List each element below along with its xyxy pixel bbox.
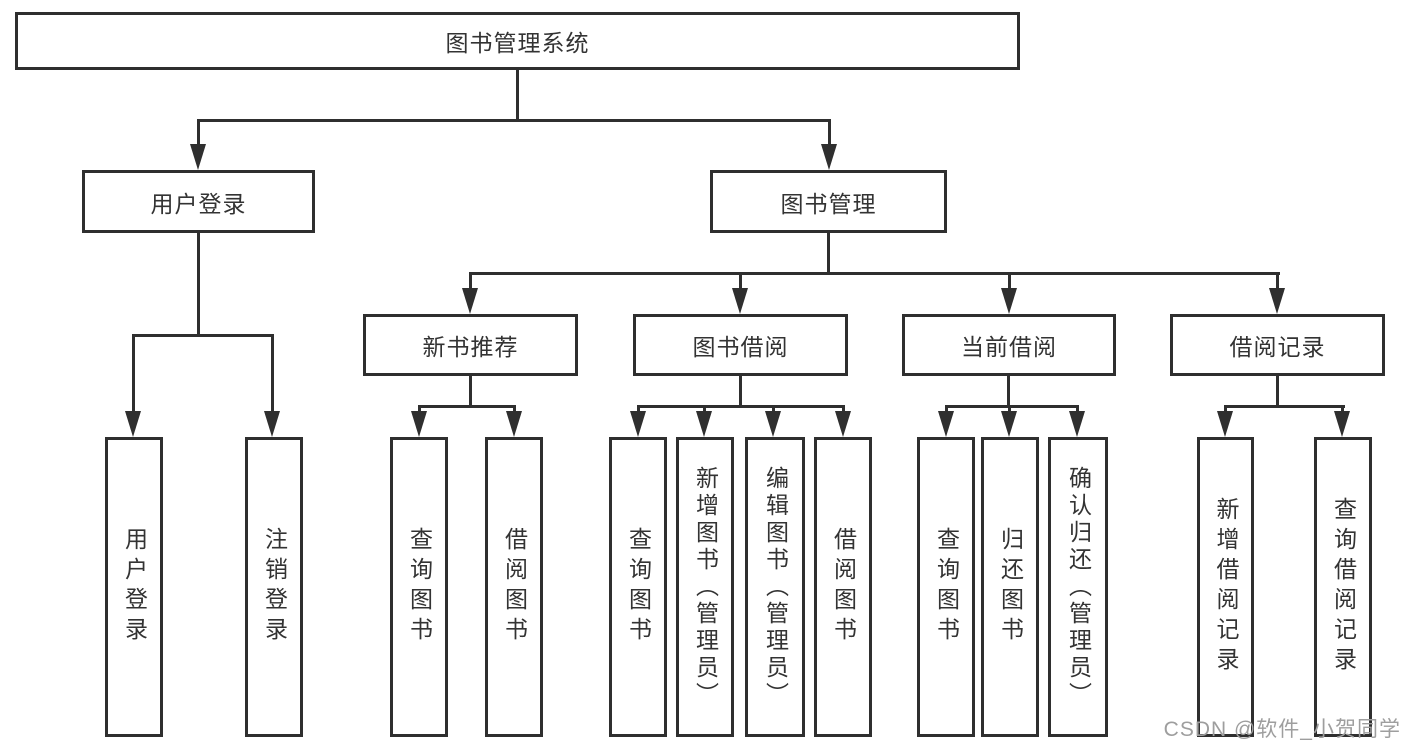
connector-userlogin-vertical — [197, 233, 200, 337]
arrowhead-bb-edit — [765, 411, 781, 437]
connector-userlogin-drop-right — [271, 334, 274, 414]
arrowhead-cb-return — [1001, 411, 1017, 437]
connector-root-horizontal — [197, 119, 831, 122]
arrowhead-book-mgmt — [821, 144, 837, 170]
leaf-cb-confirm-return: 确认归还（管理员） — [1048, 437, 1108, 737]
connector-cb-horizontal — [945, 405, 1079, 408]
csdn-watermark: CSDN @软件_小贺同学 — [1163, 718, 1401, 741]
node-book-borrow: 图书借阅 — [633, 314, 848, 376]
arrowhead-cb-query — [938, 411, 954, 437]
connector-bookmgmt-vertical — [827, 233, 830, 274]
connector-bookmgmt-horizontal — [469, 272, 1280, 275]
connector-br-vertical — [1276, 376, 1279, 408]
arrowhead-new-book-rec — [462, 288, 478, 314]
arrowhead-user-login — [190, 144, 206, 170]
leaf-logout: 注销登录 — [245, 437, 303, 737]
connector-bookmgmt-drop-2 — [739, 272, 742, 292]
leaf-cb-return-books: 归还图书 — [981, 437, 1039, 737]
connector-root-drop-right — [828, 119, 831, 149]
arrowhead-bb-borrow — [835, 411, 851, 437]
arrowhead-rec-borrow — [506, 411, 522, 437]
node-book-mgmt: 图书管理 — [710, 170, 947, 233]
leaf-rec-borrow-books: 借阅图书 — [485, 437, 543, 737]
arrowhead-borrow-records — [1269, 288, 1285, 314]
leaf-bb-query-books: 查询图书 — [609, 437, 667, 737]
connector-root-vertical — [516, 70, 519, 122]
arrowhead-bb-query — [630, 411, 646, 437]
leaf-bb-edit-books: 编辑图书（管理员） — [745, 437, 805, 737]
connector-rec-horizontal — [418, 405, 516, 408]
leaf-br-add-record: 新增借阅记录 — [1197, 437, 1254, 737]
arrowhead-book-borrow — [732, 288, 748, 314]
connector-userlogin-drop-left — [132, 334, 135, 414]
arrowhead-logout-leaf — [264, 411, 280, 437]
leaf-user-login: 用户登录 — [105, 437, 163, 737]
connector-bookmgmt-drop-1 — [469, 272, 472, 292]
leaf-bb-add-books: 新增图书（管理员） — [676, 437, 734, 737]
leaf-br-query-record: 查询借阅记录 — [1314, 437, 1372, 737]
connector-bookmgmt-drop-4 — [1276, 272, 1279, 292]
connector-cb-vertical — [1007, 376, 1010, 408]
arrowhead-bb-add — [696, 411, 712, 437]
arrowhead-br-query — [1334, 411, 1350, 437]
node-library-system: 图书管理系统 — [15, 12, 1020, 70]
node-new-book-rec: 新书推荐 — [363, 314, 578, 376]
connector-bb-vertical — [739, 376, 742, 408]
arrowhead-br-add — [1217, 411, 1233, 437]
connector-bookmgmt-drop-3 — [1008, 272, 1011, 292]
connector-root-drop-left — [197, 119, 200, 149]
arrowhead-rec-query — [411, 411, 427, 437]
connector-br-horizontal — [1224, 405, 1345, 408]
connector-bb-horizontal — [637, 405, 845, 408]
arrowhead-cb-confirm — [1069, 411, 1085, 437]
arrowhead-user-login-leaf — [125, 411, 141, 437]
connector-rec-vertical — [469, 376, 472, 408]
leaf-bb-borrow-books: 借阅图书 — [814, 437, 872, 737]
node-borrow-records: 借阅记录 — [1170, 314, 1385, 376]
node-user-login: 用户登录 — [82, 170, 315, 233]
connector-userlogin-horizontal — [132, 334, 274, 337]
leaf-cb-query-books: 查询图书 — [917, 437, 975, 737]
leaf-rec-query-books: 查询图书 — [390, 437, 448, 737]
arrowhead-current-borrow — [1001, 288, 1017, 314]
node-current-borrow: 当前借阅 — [902, 314, 1116, 376]
